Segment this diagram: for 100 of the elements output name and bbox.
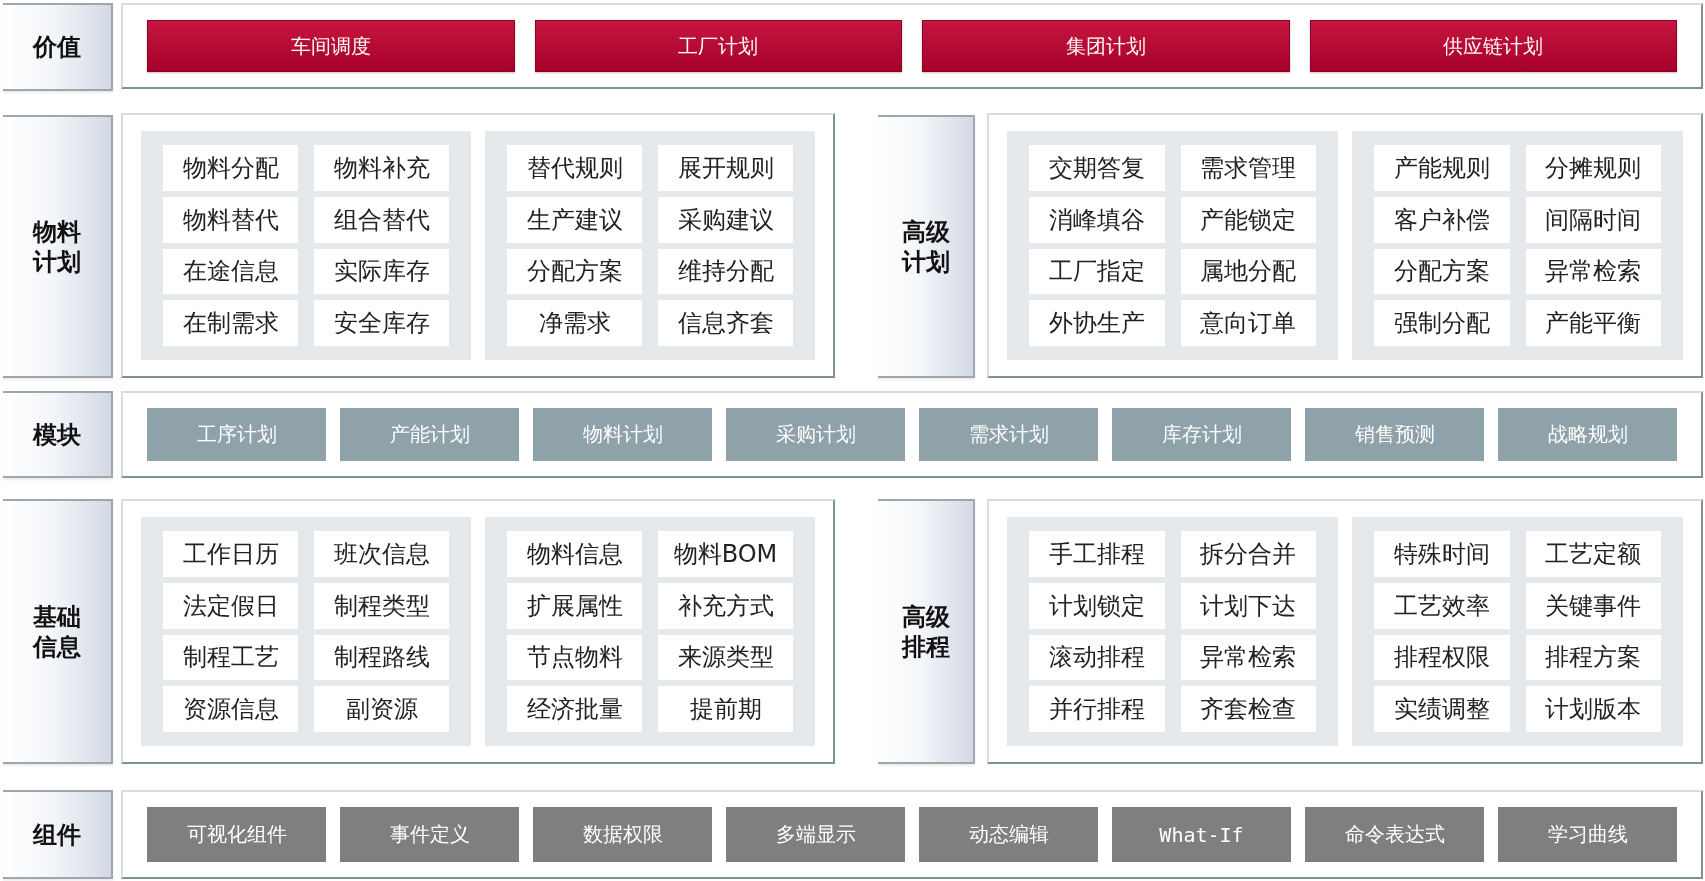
- feature-tile: 净需求: [507, 300, 642, 346]
- feature-tile: 资源信息: [163, 686, 298, 732]
- layer-tab: 组件: [3, 790, 113, 879]
- group-panel: [485, 131, 815, 360]
- feature-tile: 分配方案: [1374, 248, 1510, 295]
- feature-tile: 提前期: [658, 686, 793, 732]
- feature-tile: 实际库存: [314, 248, 449, 295]
- feature-tile: 物料分配: [163, 145, 298, 191]
- feature-tile: 并行排程: [1029, 686, 1165, 732]
- component-tile: 学习曲线: [1498, 807, 1677, 862]
- layer-panel: [121, 499, 835, 764]
- feature-tile: 维持分配: [658, 248, 793, 295]
- component-tile: What-If: [1112, 807, 1291, 862]
- value-bar: 车间调度: [147, 20, 515, 72]
- layer-panel: [121, 391, 1703, 478]
- feature-tile: 信息齐套: [658, 300, 793, 346]
- feature-tile: 在制需求: [163, 300, 298, 346]
- feature-tile: 关键事件: [1525, 582, 1661, 629]
- feature-tile: 在途信息: [163, 248, 298, 295]
- feature-tile: 特殊时间: [1374, 531, 1510, 577]
- value-bar: 供应链计划: [1309, 20, 1677, 72]
- feature-tile: 组合替代: [314, 196, 449, 243]
- feature-tile: 计划锁定: [1029, 582, 1165, 629]
- feature-tile: 节点物料: [507, 634, 642, 681]
- feature-tile: 替代规则: [507, 145, 642, 191]
- feature-tile: 消峰填谷: [1029, 196, 1165, 243]
- module-tile: 销售预测: [1305, 408, 1484, 461]
- feature-tile: 班次信息: [314, 531, 449, 577]
- feature-tile: 外协生产: [1029, 300, 1165, 346]
- feature-tile: 产能锁定: [1180, 196, 1316, 243]
- module-tile: 战略规划: [1498, 408, 1677, 461]
- feature-tile: 物料替代: [163, 196, 298, 243]
- component-tile: 可视化组件: [147, 807, 326, 862]
- feature-tile: 扩展属性: [507, 582, 642, 629]
- feature-tile: 法定假日: [163, 582, 298, 629]
- feature-tile: 生产建议: [507, 196, 642, 243]
- feature-tile: 工艺效率: [1374, 582, 1510, 629]
- feature-tile: 制程工艺: [163, 634, 298, 681]
- module-tile: 物料计划: [533, 408, 712, 461]
- feature-tile: 排程权限: [1374, 634, 1510, 681]
- feature-tile: 分摊规则: [1525, 145, 1661, 191]
- layer-tab: 模块: [3, 391, 113, 478]
- feature-tile: 物料BOM: [658, 531, 793, 577]
- feature-tile: 拆分合并: [1180, 531, 1316, 577]
- layer-tab: 高级排程: [878, 499, 975, 764]
- layer-panel: [987, 113, 1703, 378]
- component-tile: 数据权限: [533, 807, 712, 862]
- feature-tile: 滚动排程: [1029, 634, 1165, 681]
- group-panel: [485, 517, 815, 746]
- feature-tile: 计划版本: [1525, 686, 1661, 732]
- feature-tile: 展开规则: [658, 145, 793, 191]
- feature-tile: 客户补偿: [1374, 196, 1510, 243]
- feature-tile: 安全库存: [314, 300, 449, 346]
- module-tile: 产能计划: [340, 408, 519, 461]
- feature-tile: 物料信息: [507, 531, 642, 577]
- feature-tile: 异常检索: [1180, 634, 1316, 681]
- feature-tile: 强制分配: [1374, 300, 1510, 346]
- value-bar: 工厂计划: [534, 20, 902, 72]
- feature-tile: 分配方案: [507, 248, 642, 295]
- feature-tile: 补充方式: [658, 582, 793, 629]
- feature-tile: 意向订单: [1180, 300, 1316, 346]
- feature-tile: 产能规则: [1374, 145, 1510, 191]
- module-tile: 工序计划: [147, 408, 326, 461]
- group-panel: [141, 131, 471, 360]
- feature-tile: 制程路线: [314, 634, 449, 681]
- feature-tile: 工厂指定: [1029, 248, 1165, 295]
- group-panel: [141, 517, 471, 746]
- feature-tile: 需求管理: [1180, 145, 1316, 191]
- group-panel: [1007, 517, 1338, 746]
- group-panel: [1352, 517, 1683, 746]
- group-panel: [1352, 131, 1683, 360]
- feature-tile: 排程方案: [1525, 634, 1661, 681]
- feature-tile: 产能平衡: [1525, 300, 1661, 346]
- feature-tile: 计划下达: [1180, 582, 1316, 629]
- layer-tab: 基础信息: [3, 499, 113, 764]
- feature-tile: 异常检索: [1525, 248, 1661, 295]
- module-tile: 库存计划: [1112, 408, 1291, 461]
- feature-tile: 工作日历: [163, 531, 298, 577]
- feature-tile: 来源类型: [658, 634, 793, 681]
- group-panel: [1007, 131, 1338, 360]
- feature-tile: 制程类型: [314, 582, 449, 629]
- feature-tile: 物料补充: [314, 145, 449, 191]
- layer-tab: 高级计划: [878, 115, 975, 378]
- module-tile: 需求计划: [919, 408, 1098, 461]
- feature-tile: 交期答复: [1029, 145, 1165, 191]
- layer-tab: 物料计划: [3, 115, 113, 378]
- feature-tile: 属地分配: [1180, 248, 1316, 295]
- layer-panel: [121, 113, 835, 378]
- component-tile: 动态编辑: [919, 807, 1098, 862]
- value-bar: 集团计划: [922, 20, 1290, 72]
- feature-tile: 采购建议: [658, 196, 793, 243]
- layer-panel: [987, 499, 1703, 764]
- module-tile: 采购计划: [726, 408, 905, 461]
- layer-tab: 价值: [3, 3, 113, 91]
- component-tile: 事件定义: [340, 807, 519, 862]
- feature-tile: 副资源: [314, 686, 449, 732]
- component-tile: 命令表达式: [1305, 807, 1484, 862]
- feature-tile: 经济批量: [507, 686, 642, 732]
- feature-tile: 齐套检查: [1180, 686, 1316, 732]
- feature-tile: 间隔时间: [1525, 196, 1661, 243]
